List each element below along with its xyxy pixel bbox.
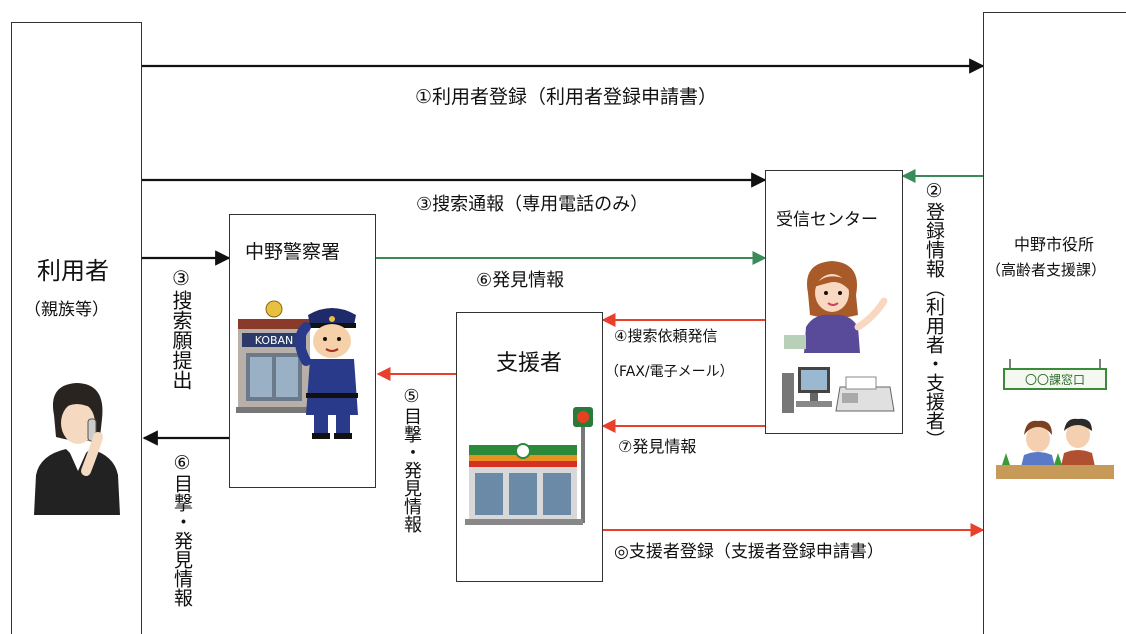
label-user-registration: ①利用者登録（利用者登録申請書）	[415, 86, 718, 108]
koban-sign: KOBAN	[255, 334, 294, 347]
user-subtitle: （親族等）	[24, 300, 109, 320]
user-on-phone-illustration	[34, 383, 120, 515]
center-box: 受信センター	[765, 170, 903, 434]
city-window-sign: 〇〇課窓口	[1025, 372, 1085, 387]
koban-police-illustration: KOBAN	[236, 300, 358, 439]
convenience-store-illustration	[465, 407, 593, 525]
user-title: 利用者	[37, 257, 109, 285]
supporter-box: 支援者	[456, 312, 603, 582]
label-found-info-police: ⑥発見情報	[476, 270, 565, 291]
supporter-title: 支援者	[496, 351, 563, 376]
label-supporter-registration: ◎支援者登録（支援者登録申請書）	[614, 542, 884, 562]
label-search-request-send: ④搜索依頼発信	[614, 327, 718, 345]
label-witness-info-police: ⑤目撃・発見情報	[401, 386, 422, 533]
operator-illustration	[784, 261, 888, 353]
city-subtitle: （高齢者支援課）	[986, 261, 1107, 279]
city-window-illustration: 〇〇課窓口	[996, 359, 1114, 479]
label-witness-info-user: ⑥目撃・発見情報	[171, 452, 193, 607]
label-registration-info: ②登録情報（利用者・支援者）	[923, 180, 945, 449]
center-title: 受信センター	[776, 210, 878, 230]
police-box: 中野警察署 KOBAN	[229, 214, 376, 488]
city-box: 中野市役所 （高齢者支援課） 〇〇課窓口	[983, 12, 1126, 634]
label-found-info-center: ⑦発見情報	[618, 437, 697, 456]
label-search-report: ③搜索通報（専用電話のみ）	[416, 194, 649, 215]
police-title: 中野警察署	[245, 241, 341, 263]
label-search-request: ③搜索願提出	[169, 266, 193, 390]
city-title: 中野市役所	[1014, 235, 1095, 254]
label-fax-email: （FAX/電子メール）	[605, 364, 734, 380]
computer-fax-illustration	[782, 367, 895, 413]
user-box: 利用者 （親族等）	[11, 22, 142, 634]
